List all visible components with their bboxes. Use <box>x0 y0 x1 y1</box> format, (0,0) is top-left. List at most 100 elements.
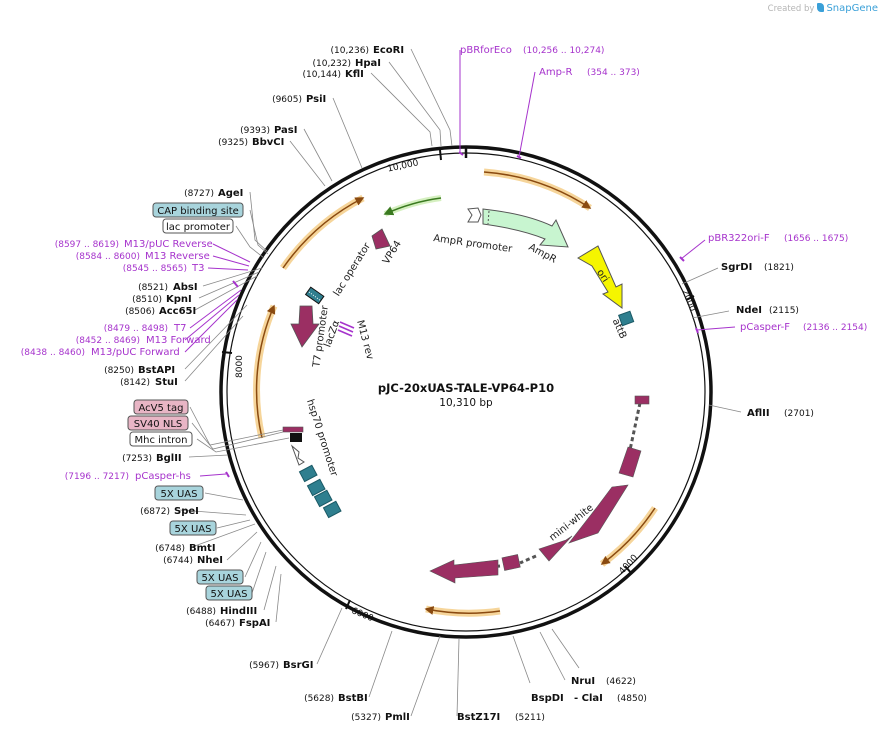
enzyme-stui: (8142)StuI <box>120 377 178 388</box>
svg-text:pCasper-F: pCasper-F <box>740 322 790 333</box>
box-lac-promoter: lac promoter <box>162 218 234 234</box>
enzyme-clai: - ClaI(4850) <box>574 693 647 704</box>
primer-t7: (8479 .. 8498)T7 <box>104 323 187 334</box>
svg-text:BbvCI: BbvCI <box>252 137 284 148</box>
svg-text:(10,236): (10,236) <box>330 46 369 56</box>
svg-text:pBR322ori-F: pBR322ori-F <box>708 233 770 244</box>
enzyme-bspdi: BspDI <box>531 693 564 704</box>
box-acv5-tag: AcV5 tag <box>133 399 189 415</box>
svg-text:(5628): (5628) <box>304 694 334 704</box>
m13-rev-label: M13 rev <box>354 319 375 361</box>
svg-text:pBRforEco: pBRforEco <box>460 45 512 56</box>
svg-text:BglII: BglII <box>156 453 182 464</box>
enzyme-labels-right: BstZ17I(5211) BspDI - ClaI(4850) NruI(46… <box>457 262 814 723</box>
enzyme-nrui: NruI(4622) <box>571 676 636 687</box>
m13-rev-marks <box>337 321 355 337</box>
mini-white-gene <box>429 395 650 584</box>
svg-text:Acc65I: Acc65I <box>159 306 196 317</box>
box-5x-uas-2: 5X UAS <box>169 520 217 536</box>
box-5x-uas-3: 5X UAS <box>196 569 244 585</box>
uas-boxes <box>298 464 342 519</box>
enzyme-ndei: NdeI(2115) <box>736 305 799 316</box>
snapgene-logo-icon <box>817 3 825 12</box>
enzyme-labels-left: (10,236)EcoRI (10,232)HpaI (10,144)KflI … <box>104 45 410 723</box>
svg-text:(7196 .. 7217): (7196 .. 7217) <box>65 472 129 482</box>
svg-text:(6872): (6872) <box>140 507 170 517</box>
ampr-promoter-label: AmpR promoter <box>433 233 514 255</box>
leader-lines <box>179 48 742 717</box>
svg-text:(5327): (5327) <box>351 713 381 723</box>
svg-text:(10,232): (10,232) <box>312 59 351 69</box>
svg-text:(10,256 .. 10,274): (10,256 .. 10,274) <box>523 46 604 56</box>
enzyme-psii: (9605)PsiI <box>272 94 326 105</box>
svg-text:(8727): (8727) <box>184 189 214 199</box>
enzyme-fspai: (6467)FspAI <box>205 618 270 629</box>
enzyme-bsrgi: (5967)BsrGI <box>249 660 313 671</box>
primer-m13-reverse: (8584 .. 8600)M13 Reverse <box>76 251 210 262</box>
primer-m13-puc-forward: (8438 .. 8460)M13/pUC Forward <box>21 347 180 358</box>
svg-text:CAP binding site: CAP binding site <box>157 206 239 217</box>
svg-text:(6748): (6748) <box>155 544 185 554</box>
enzyme-pmli: (5327) PmlI <box>351 712 410 723</box>
lac-operator-box <box>304 286 325 305</box>
svg-text:PsiI: PsiI <box>306 94 326 105</box>
box-sv40-nls: SV40 NLS <box>127 415 189 431</box>
box-mhc-intron: Mhc intron <box>129 431 193 447</box>
vp64-arrow <box>371 228 391 250</box>
svg-text:AcV5 tag: AcV5 tag <box>139 403 184 414</box>
svg-text:(1821): (1821) <box>764 263 794 273</box>
primer-m13-puc-reverse: (8597 .. 8619)M13/pUC Reverse <box>55 239 213 250</box>
lac-operator-label: lac operator <box>332 240 374 298</box>
lacz-arrow <box>290 305 320 348</box>
enzyme-bstapi: (8250) BstAPI <box>104 365 175 376</box>
ori-arrow <box>577 245 623 309</box>
primer-pbrforeco: pBRforEco (10,256 .. 10,274) <box>460 45 604 56</box>
primer-pbr322ori-f: pBR322ori-F (1656 .. 1675) <box>708 233 848 244</box>
box-5x-uas-4: 5X UAS <box>205 585 253 601</box>
svg-text:SpeI: SpeI <box>174 506 199 517</box>
tick-label-8000: 8000 <box>235 355 245 378</box>
enzyme-kfli: (10,144)KflI <box>302 69 363 80</box>
svg-text:KflI: KflI <box>345 69 364 80</box>
enzyme-bglii: (7253)BglII <box>122 453 182 464</box>
svg-text:(1656 .. 1675): (1656 .. 1675) <box>784 234 848 244</box>
svg-text:BstAPI: BstAPI <box>138 365 175 376</box>
svg-text:(8142): (8142) <box>120 378 150 388</box>
svg-text:PmlI: PmlI <box>385 712 410 723</box>
svg-text:AgeI: AgeI <box>218 188 243 199</box>
svg-text:lac promoter: lac promoter <box>166 222 231 233</box>
enzyme-acc65i: (8506) Acc65I <box>125 306 196 317</box>
svg-text:(8250): (8250) <box>104 366 134 376</box>
svg-text:BspDI: BspDI <box>531 693 564 704</box>
svg-text:(9393): (9393) <box>240 126 270 136</box>
svg-text:(8521): (8521) <box>138 283 168 293</box>
ampr-promoter-arrow <box>467 207 482 223</box>
svg-text:(9325): (9325) <box>218 138 248 148</box>
svg-text:T7: T7 <box>173 323 186 334</box>
svg-text:NheI: NheI <box>197 555 223 566</box>
svg-text:M13/pUC Reverse: M13/pUC Reverse <box>124 239 213 250</box>
orf-arc-right <box>599 506 658 567</box>
svg-text:pCasper-hs: pCasper-hs <box>135 471 191 482</box>
svg-text:(8438 .. 8460): (8438 .. 8460) <box>21 348 85 358</box>
brand-created-by: Created by <box>767 4 815 14</box>
svg-text:NdeI: NdeI <box>736 305 762 316</box>
plasmid-name: pJC-20xUAS-TALE-VP64-P10 <box>378 381 554 395</box>
enzyme-bbvci: (9325) BbvCI <box>218 137 284 148</box>
svg-text:SgrDI: SgrDI <box>721 262 752 273</box>
enzyme-bstz17i: BstZ17I(5211) <box>457 712 545 723</box>
tick-label-10000: 10,000 <box>387 158 420 174</box>
enzyme-ecori: (10,236)EcoRI <box>330 45 404 56</box>
svg-text:BstZ17I: BstZ17I <box>457 712 500 723</box>
svg-text:(6467): (6467) <box>205 619 235 629</box>
svg-text:(2701): (2701) <box>784 409 814 419</box>
svg-text:(6488): (6488) <box>186 607 216 617</box>
enzyme-hpai: (10,232)HpaI <box>312 58 381 69</box>
svg-text:(8545 .. 8565): (8545 .. 8565) <box>123 264 187 274</box>
svg-text:(6744): (6744) <box>163 556 193 566</box>
svg-text:(4622): (4622) <box>606 677 636 687</box>
orf-arc-left <box>253 304 278 439</box>
backbone <box>219 145 713 639</box>
svg-text:(8506): (8506) <box>125 307 155 317</box>
primer-pcasper-f: pCasper-F(2136 .. 2154) <box>740 322 867 333</box>
